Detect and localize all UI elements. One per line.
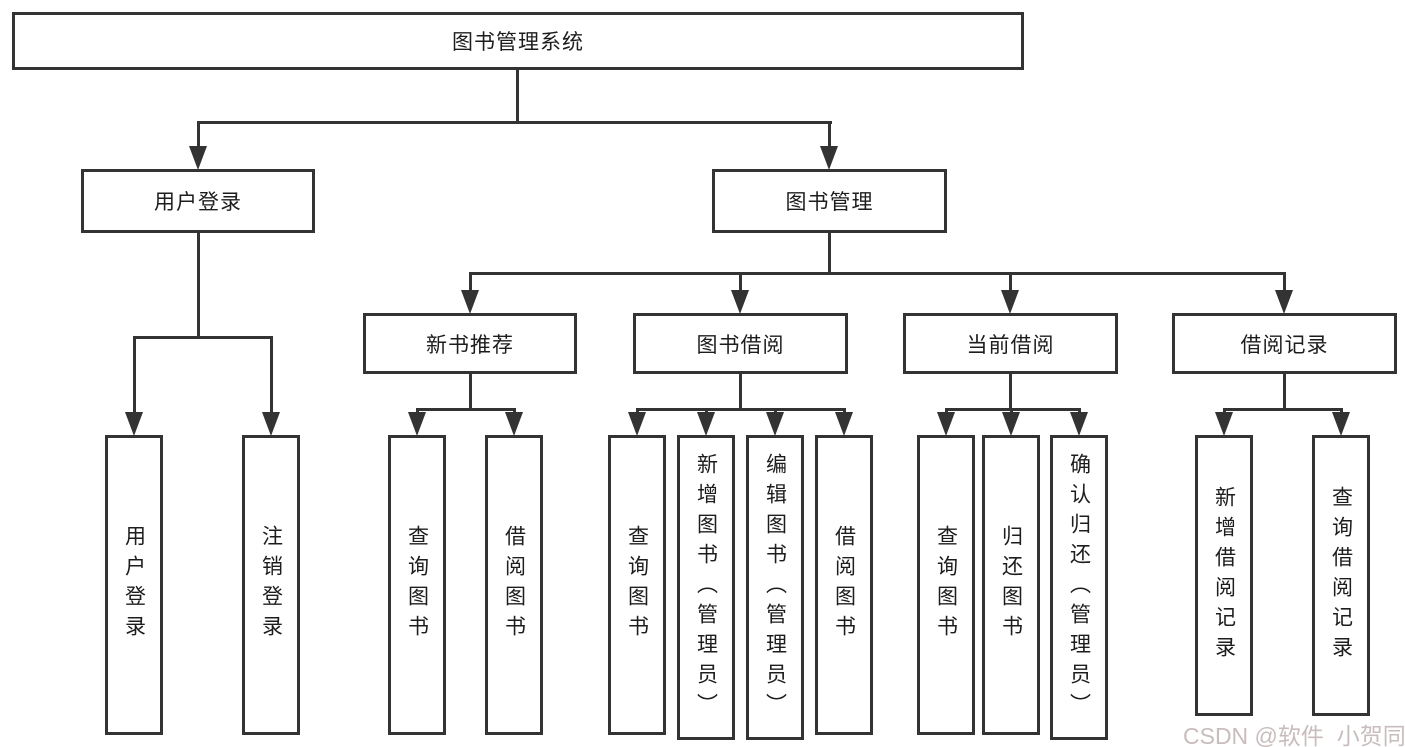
connector-mgmt-c1	[469, 272, 472, 292]
arrow-down-icon	[1002, 412, 1020, 436]
arrow-down-icon	[937, 412, 955, 436]
connector-records-bar	[1223, 408, 1343, 411]
arrow-down-icon	[125, 412, 143, 436]
connector-login-c1	[133, 336, 136, 414]
connector-login-stub	[197, 233, 200, 336]
arrow-down-icon	[628, 412, 646, 436]
arrow-down-icon	[766, 412, 784, 436]
connector-current-stub	[1009, 374, 1012, 408]
node-current-borrow: 当前借阅	[903, 313, 1118, 374]
watermark: CSDN @软件_小贺同学	[1183, 723, 1405, 747]
leaf-query-books-1: 查询图书	[388, 435, 446, 735]
connector-mgmt-c2	[739, 272, 742, 292]
arrow-down-icon	[1275, 290, 1293, 314]
node-borrow-records: 借阅记录	[1172, 313, 1397, 374]
node-new-book-recommend: 新书推荐	[363, 313, 577, 374]
connector-root-right	[828, 121, 831, 149]
leaf-add-book-admin: 新增图书（管理员）	[677, 435, 735, 740]
arrow-down-icon	[1215, 412, 1233, 436]
leaf-query-books-2: 查询图书	[608, 435, 666, 735]
leaf-query-borrow-record: 查询借阅记录	[1312, 435, 1370, 716]
node-book-management: 图书管理	[712, 169, 947, 233]
connector-root-stub	[516, 70, 519, 121]
connector-borrow-stub	[739, 374, 742, 408]
arrow-down-icon	[835, 412, 853, 436]
arrow-down-icon	[262, 412, 280, 436]
arrow-down-icon	[1332, 412, 1350, 436]
connector-borrow-bar	[636, 408, 846, 411]
connector-root-left	[197, 121, 200, 149]
connector-mgmt-bar	[469, 272, 1286, 275]
node-library-management-system: 图书管理系统	[12, 12, 1024, 70]
node-book-borrow: 图书借阅	[633, 313, 848, 374]
arrow-down-icon	[189, 146, 207, 170]
connector-mgmt-c4	[1283, 272, 1286, 292]
connector-recommend-stub	[469, 374, 472, 408]
arrow-down-icon	[697, 412, 715, 436]
leaf-add-borrow-record: 新增借阅记录	[1195, 435, 1253, 716]
node-user-login: 用户登录	[81, 169, 315, 233]
arrow-down-icon	[820, 146, 838, 170]
leaf-confirm-return-admin: 确认归还（管理员）	[1050, 435, 1108, 740]
connector-login-bar	[133, 336, 273, 339]
arrow-down-icon	[461, 290, 479, 314]
connector-recommend-bar	[416, 408, 516, 411]
arrow-down-icon	[1070, 412, 1088, 436]
leaf-logout: 注销登录	[242, 435, 300, 735]
leaf-borrow-books-1: 借阅图书	[485, 435, 543, 735]
leaf-user-login: 用户登录	[105, 435, 163, 735]
connector-records-stub	[1283, 374, 1286, 408]
arrow-down-icon	[505, 412, 523, 436]
connector-current-bar	[945, 408, 1081, 411]
leaf-return-books: 归还图书	[982, 435, 1040, 735]
connector-root-bar	[197, 121, 832, 124]
connector-mgmt-stub	[828, 233, 831, 272]
arrow-down-icon	[408, 412, 426, 436]
arrow-down-icon	[1001, 290, 1019, 314]
leaf-edit-book-admin: 编辑图书（管理员）	[746, 435, 804, 740]
connector-mgmt-c3	[1009, 272, 1012, 292]
leaf-borrow-books-2: 借阅图书	[815, 435, 873, 735]
arrow-down-icon	[731, 290, 749, 314]
leaf-query-books-3: 查询图书	[917, 435, 975, 735]
connector-login-c2	[270, 336, 273, 414]
